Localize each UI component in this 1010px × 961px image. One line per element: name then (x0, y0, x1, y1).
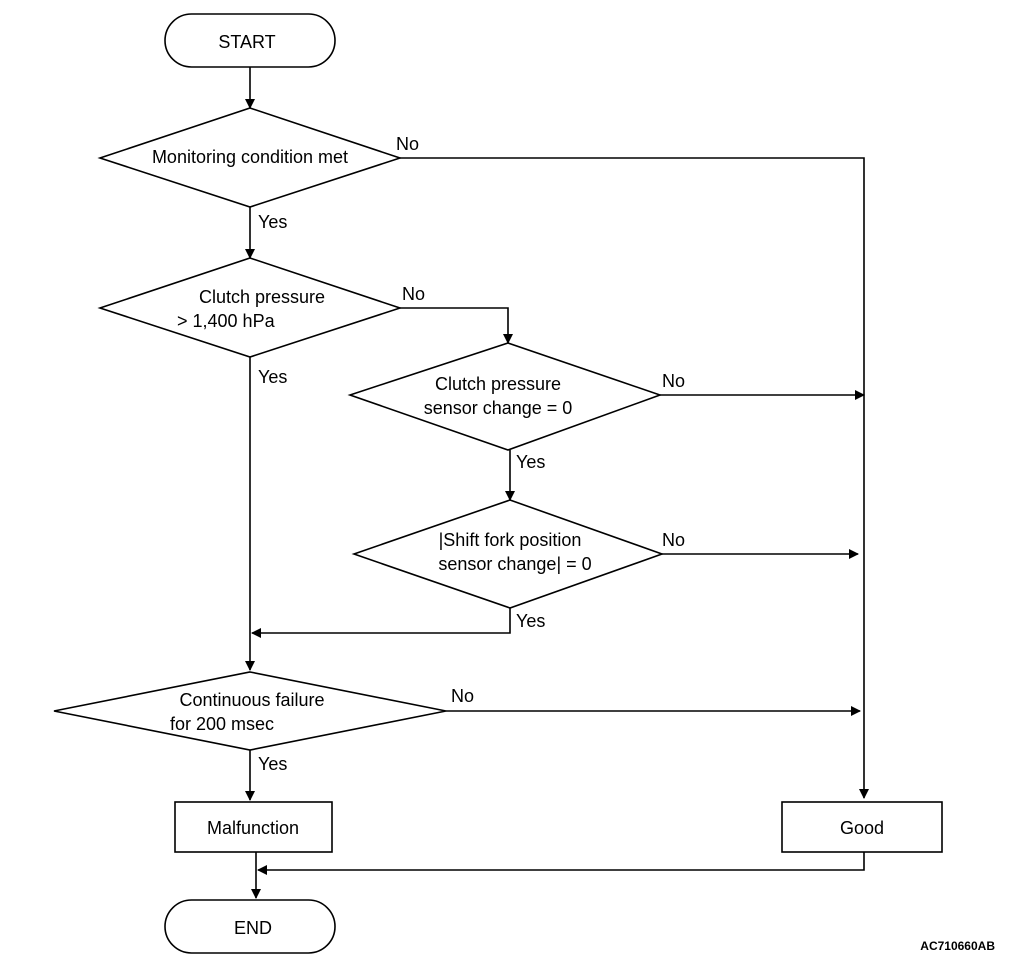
process-malfunction-label: Malfunction (207, 818, 299, 838)
decision-monitoring-label: Monitoring condition met (152, 147, 348, 167)
label-clutch-no: No (402, 284, 425, 304)
decision-continuous-failure-line-2: for 200 msec (170, 714, 274, 734)
start-node: START (164, 13, 336, 68)
decision-shift-fork-line-1: |Shift fork position (439, 530, 582, 550)
label-sensor-yes: Yes (516, 452, 545, 472)
edge-clutch-no (400, 307, 513, 344)
decision-continuous-failure: Continuous failure for 200 msec (53, 671, 447, 751)
decision-sensor-change-line-1: Clutch pressure (435, 374, 561, 394)
label-continuous-no: No (451, 686, 474, 706)
label-clutch-yes: Yes (258, 367, 287, 387)
process-good: Good (781, 801, 943, 853)
decision-shift-fork-line-2: sensor change| = 0 (438, 554, 591, 574)
decision-sensor-change: Clutch pressure sensor change = 0 (347, 342, 663, 451)
figure-code: AC710660AB (920, 939, 995, 953)
edge-monitoring-no (400, 157, 869, 799)
decision-clutch-pressure-line-1: Clutch pressure (199, 287, 325, 307)
process-good-label: Good (840, 818, 884, 838)
label-shift-no: No (662, 530, 685, 550)
decision-clutch-pressure: Clutch pressure > 1,400 hPa (97, 257, 403, 358)
label-monitoring-no: No (396, 134, 419, 154)
label-monitoring-yes: Yes (258, 212, 287, 232)
label-sensor-no: No (662, 371, 685, 391)
end-node: END (164, 899, 336, 954)
end-label: END (234, 918, 272, 938)
label-continuous-yes: Yes (258, 754, 287, 774)
process-malfunction: Malfunction (174, 801, 333, 853)
decision-sensor-change-line-2: sensor change = 0 (424, 398, 573, 418)
label-shift-yes: Yes (516, 611, 545, 631)
decision-monitoring: Monitoring condition met (97, 107, 403, 208)
start-label: START (218, 32, 275, 52)
connectors (245, 67, 869, 899)
edge-shift-yes (251, 608, 511, 638)
decision-clutch-pressure-line-2: > 1,400 hPa (177, 311, 276, 331)
branch-labels: No Yes No Yes No Yes No Yes No Yes (258, 134, 685, 774)
decision-continuous-failure-line-1: Continuous failure (179, 690, 324, 710)
edge-good-to-end (257, 852, 865, 875)
decision-shift-fork: |Shift fork position sensor change| = 0 (351, 499, 665, 609)
